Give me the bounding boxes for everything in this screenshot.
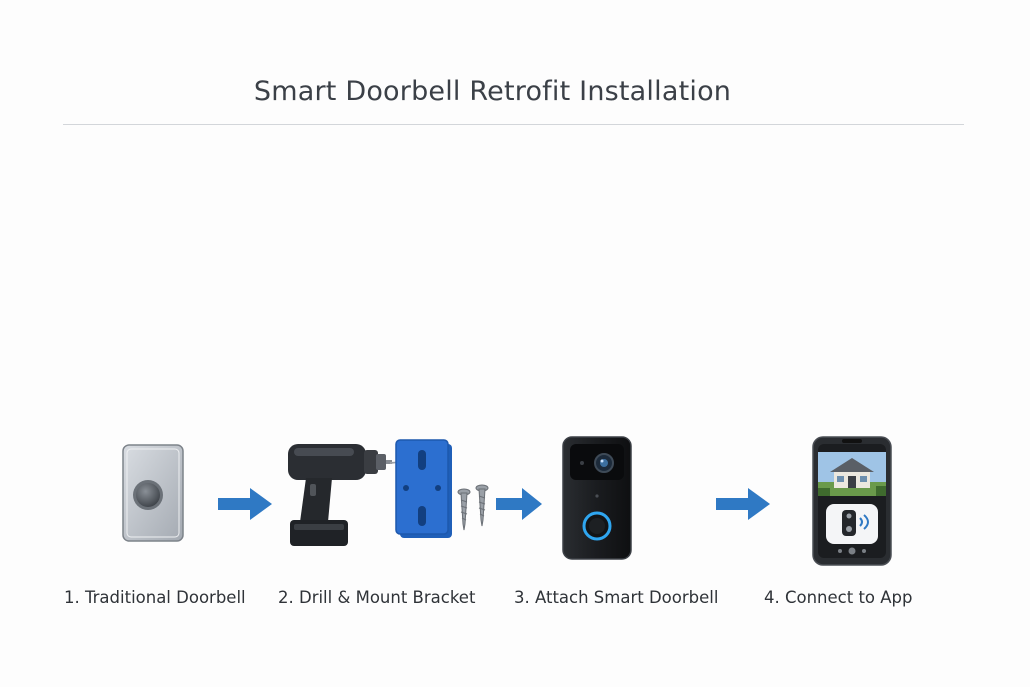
arrow-right-icon [716,488,770,520]
phone-app-icon [812,436,892,566]
traditional-doorbell-icon [122,444,184,542]
page-title: Smart Doorbell Retrofit Installation [253,76,732,107]
title-divider [63,124,964,125]
smart-doorbell-icon [562,436,632,560]
step-label-2: 2. Drill & Mount Bracket [278,588,476,607]
step-label-4: 4. Connect to App [764,588,913,607]
arrow-right-icon [496,488,542,520]
step-label-1: 1. Traditional Doorbell [64,588,246,607]
step-label-3: 3. Attach Smart Doorbell [514,588,719,607]
arrow-right-icon [218,488,272,520]
drill-and-bracket-icon [288,439,489,546]
